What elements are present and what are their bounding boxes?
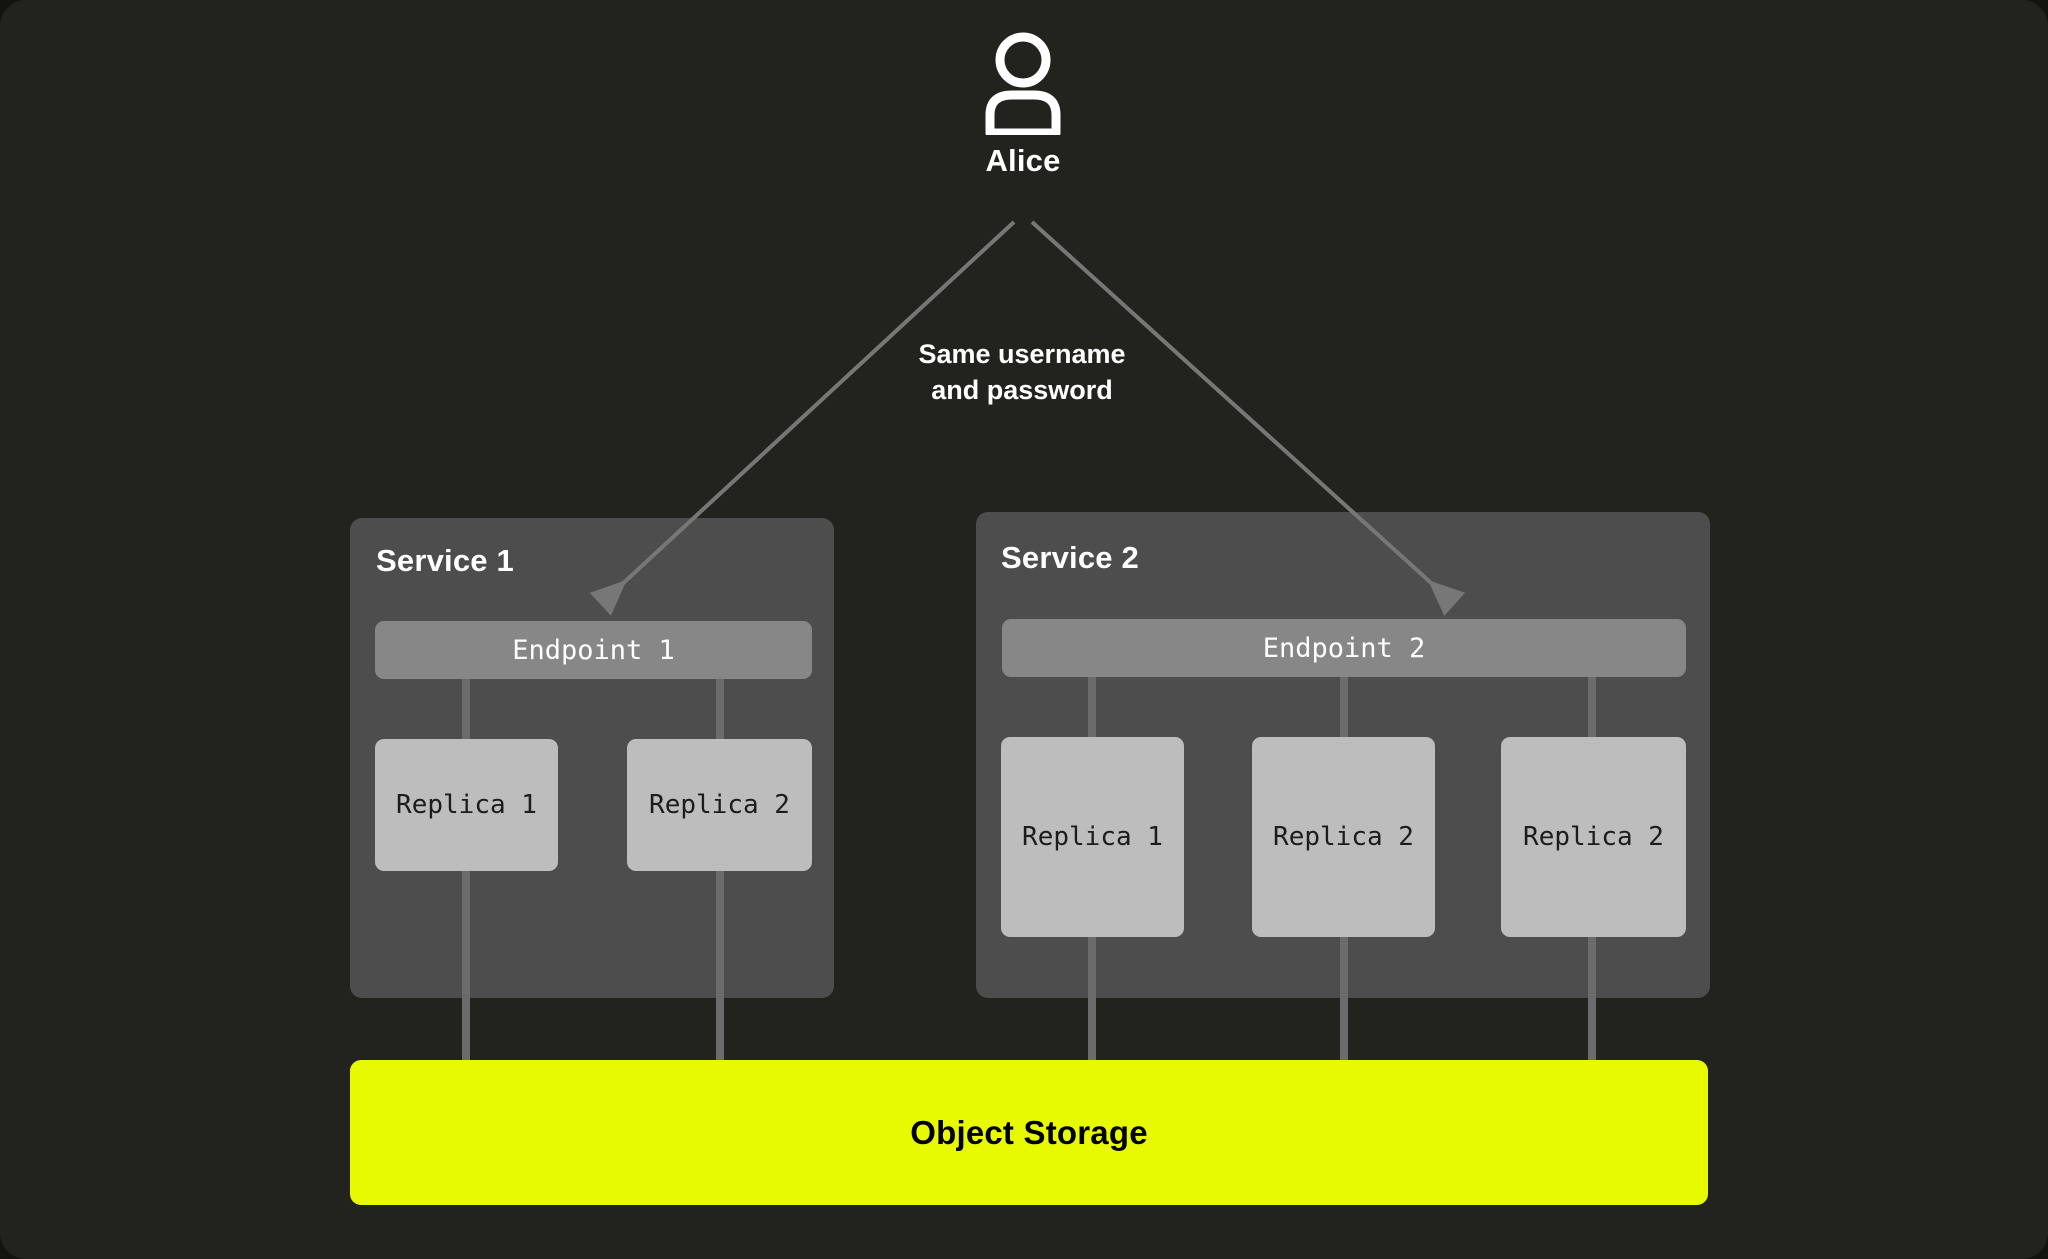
object-storage-bar[interactable]: Object Storage — [350, 1060, 1708, 1205]
user-person-icon — [985, 32, 1061, 135]
endpoint-box-2[interactable]: Endpoint 2 — [1002, 619, 1686, 677]
endpoint-box-1[interactable]: Endpoint 1 — [375, 621, 812, 679]
actor-label: Alice — [985, 143, 1061, 178]
object-storage-label: Object Storage — [910, 1113, 1148, 1151]
actor-alice: Alice — [960, 30, 1086, 179]
service-1-title: Service 1 — [376, 543, 514, 578]
